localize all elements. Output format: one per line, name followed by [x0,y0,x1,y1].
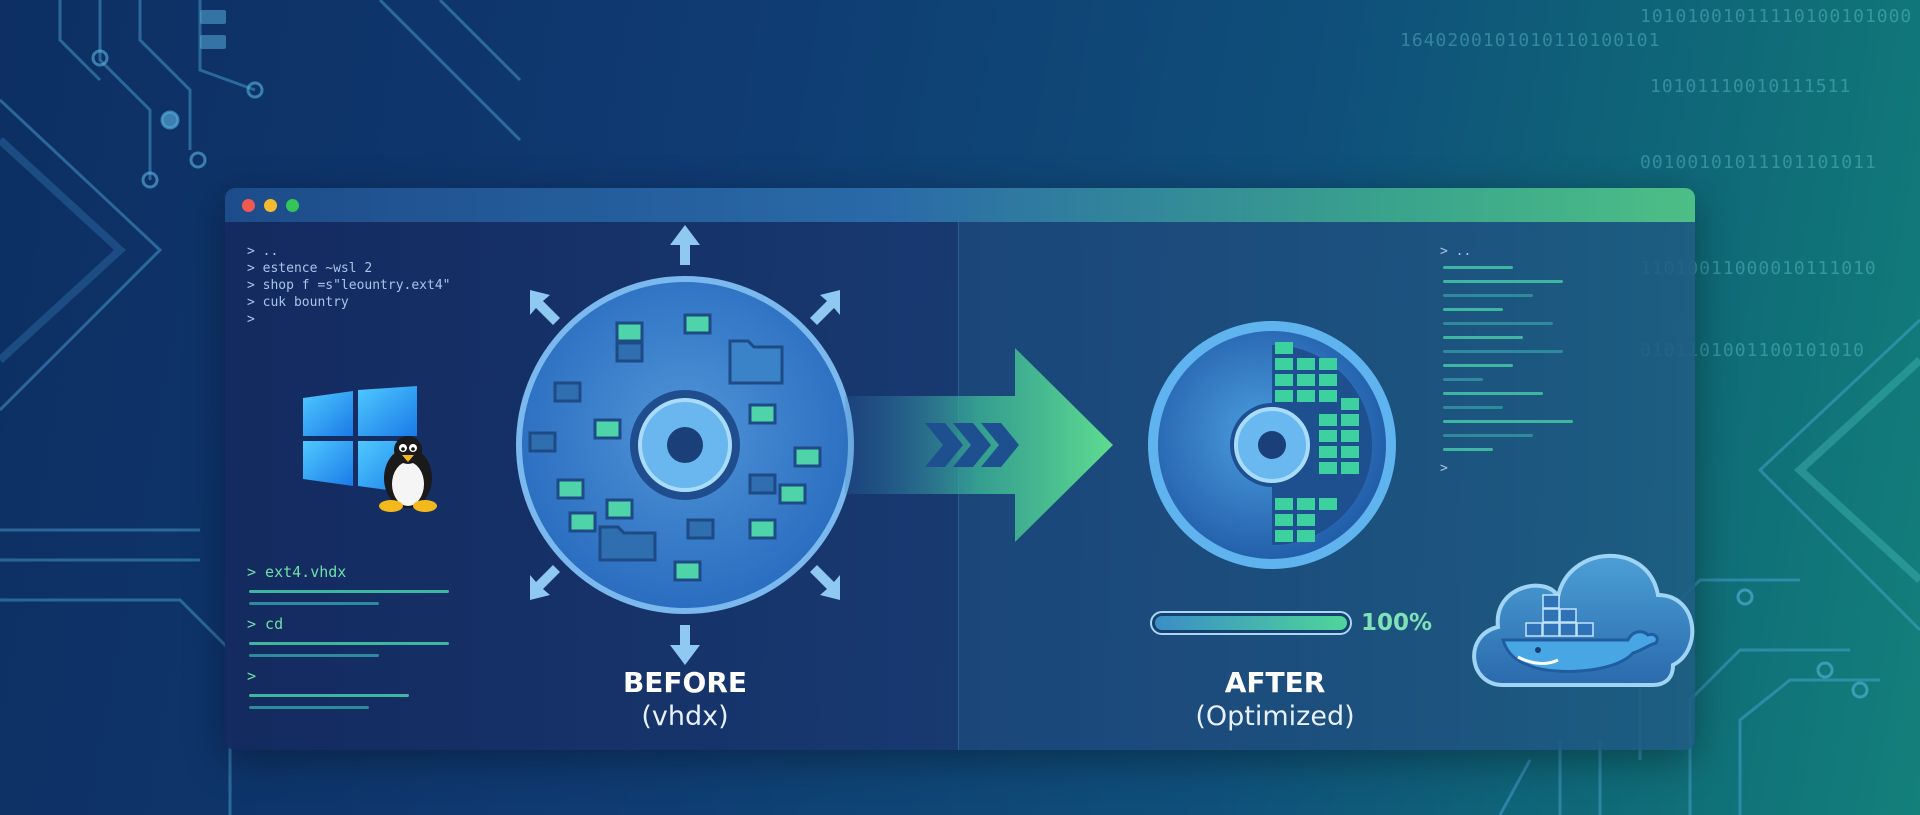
before-subtitle: (vhdx) [641,701,729,732]
progress-fill [1155,616,1347,630]
optimized-disk-icon [1148,321,1396,569]
close-window-button[interactable] [242,199,255,212]
log-line [249,694,409,697]
log-line [1443,378,1483,381]
log-line [1443,336,1523,339]
terminal-line: > [1440,461,1448,476]
transform-arrow-icon [845,348,1113,542]
terminal-line: > .. [247,244,279,259]
log-line [1443,392,1543,395]
log-line [1443,308,1503,311]
docker-cloud-icon [1472,553,1695,687]
terminal-line: > [247,312,255,327]
log-line [249,602,379,605]
terminal-command: > cd [247,615,284,633]
binary-text: 0101101001100101010 [1640,340,1865,361]
after-label: AFTER (Optimized) [1170,666,1380,732]
binary-text: 11010011000010111010 [1640,258,1877,279]
log-line [1443,420,1573,423]
log-line [249,654,379,657]
windows-logo-icon [303,386,417,494]
terminal-command: > ext4.vhdx [247,563,347,581]
terminal-command: > [247,667,257,685]
maximize-window-button[interactable] [286,199,299,212]
window-titlebar [225,188,1695,222]
log-line [1443,364,1513,367]
after-subtitle: (Optimized) [1195,701,1355,732]
linux-penguin-icon [379,436,437,512]
binary-text: 10101110010111511 [1650,76,1852,97]
binary-text: 00100101011101101011 [1640,152,1877,173]
log-line [1443,406,1503,409]
log-line [249,642,449,645]
after-title: AFTER [1224,666,1326,699]
terminal-line: > .. [1440,244,1472,259]
fragmented-disk-icon [516,225,854,665]
optimization-progress-bar [1150,611,1352,635]
terminal-line: > cuk bountry [247,295,349,310]
before-title: BEFORE [622,666,748,699]
log-line [1443,280,1563,283]
log-line [1443,350,1563,353]
log-line [1443,448,1493,451]
log-line [249,706,369,709]
progress-percent: 100% [1361,610,1433,636]
log-line [249,590,449,593]
minimize-window-button[interactable] [264,199,277,212]
log-line [1443,434,1533,437]
log-line [1443,322,1553,325]
terminal-line: > shop f =s"leountry.ext4" [247,278,451,293]
terminal-line: > estence ~wsl 2 [247,261,373,276]
log-line [1443,294,1533,297]
binary-text: 10101001011110100101000 [1640,6,1913,27]
log-line [1443,266,1513,269]
binary-text: 1640200101010110100101 [1400,30,1661,51]
before-label: BEFORE (vhdx) [590,666,780,732]
